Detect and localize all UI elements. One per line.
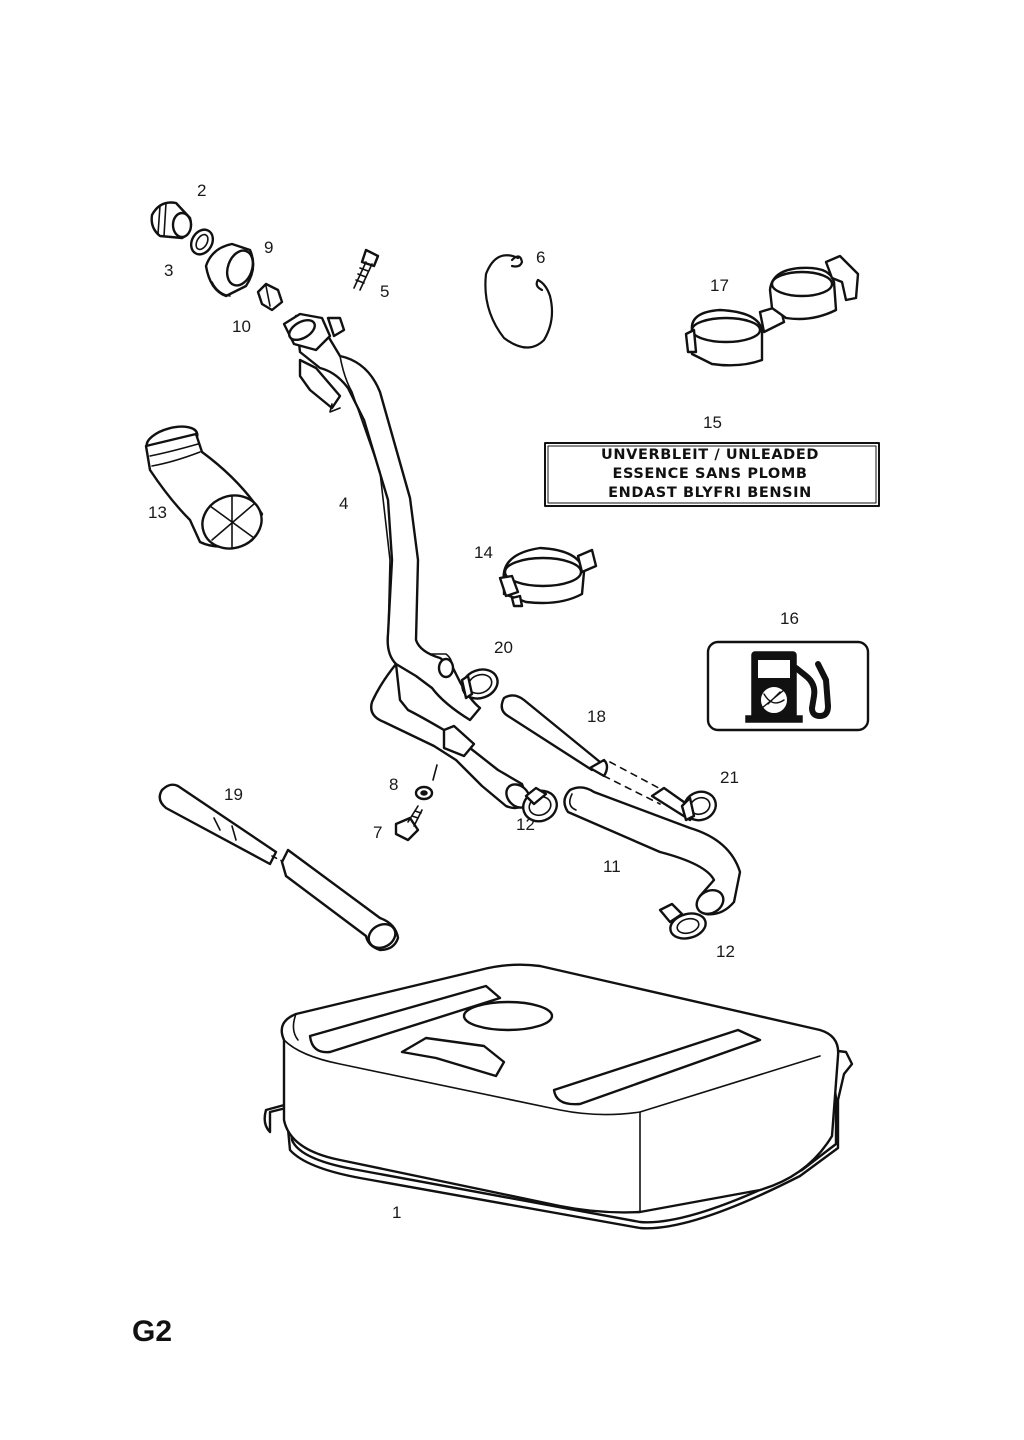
part-8-washer: [414, 785, 434, 801]
callout-16: 16: [780, 609, 799, 628]
callout-8: 8: [389, 775, 398, 794]
part-20-hose-clip: [460, 668, 499, 700]
part-9-filler-bezel: [204, 242, 255, 298]
callout-14: 14: [474, 543, 493, 562]
part-16-fuel-sign: [706, 640, 870, 732]
part-4-filler-pipe: [282, 312, 531, 810]
part-5-screw: [353, 248, 380, 291]
label-line-3: ENDAST BLYFRI BENSIN: [608, 485, 812, 501]
callout-10: 10: [232, 317, 251, 336]
part-21-hose-clip: [680, 790, 717, 822]
callout-1: 1: [392, 1203, 401, 1222]
part-15-fuel-label: UNVERBLEIT / UNLEADED ESSENCE SANS PLOMB…: [544, 442, 880, 507]
callout-9: 9: [264, 238, 273, 257]
callout-11: 11: [603, 857, 621, 876]
part-19-vent-pipe: [158, 783, 400, 952]
part-10-clip: [256, 282, 284, 312]
callout-12-lower: 12: [716, 942, 735, 961]
callout-5: 5: [380, 282, 389, 301]
fuel-pump-icon: [745, 651, 831, 723]
callout-20: 20: [494, 638, 513, 657]
callout-7: 7: [373, 823, 382, 842]
callout-2: 2: [197, 181, 206, 200]
part-11-hose: [563, 786, 742, 916]
callout-13: 13: [148, 503, 167, 522]
callout-21: 21: [720, 768, 739, 787]
label-line-1: UNVERBLEIT / UNLEADED: [601, 447, 819, 463]
callout-18: 18: [587, 707, 606, 726]
part-14-clamp: [498, 546, 598, 608]
part-17-clamp-bracket: [684, 254, 860, 367]
part-2-filler-cap: [150, 201, 193, 240]
callout-15: 15: [703, 413, 722, 432]
page-code: G2: [132, 1315, 173, 1348]
part-12-hose-clip-upper: [522, 786, 558, 823]
label-line-2: ESSENCE SANS PLOMB: [612, 466, 807, 482]
leader-line: [432, 764, 438, 781]
part-1-fuel-tank: [263, 963, 854, 1230]
callout-12-upper: 12: [516, 815, 535, 834]
callout-3: 3: [164, 261, 173, 280]
part-7-bolt: [394, 805, 423, 842]
callout-17: 17: [710, 276, 729, 295]
callout-4: 4: [339, 494, 348, 513]
part-6-snap-ring: [484, 254, 554, 349]
part-12-hose-clip-lower: [658, 902, 707, 940]
callout-19: 19: [224, 785, 243, 804]
callout-6: 6: [536, 248, 545, 267]
part-3-seal-ring: [189, 228, 215, 256]
part-13-funnel: [144, 425, 264, 550]
